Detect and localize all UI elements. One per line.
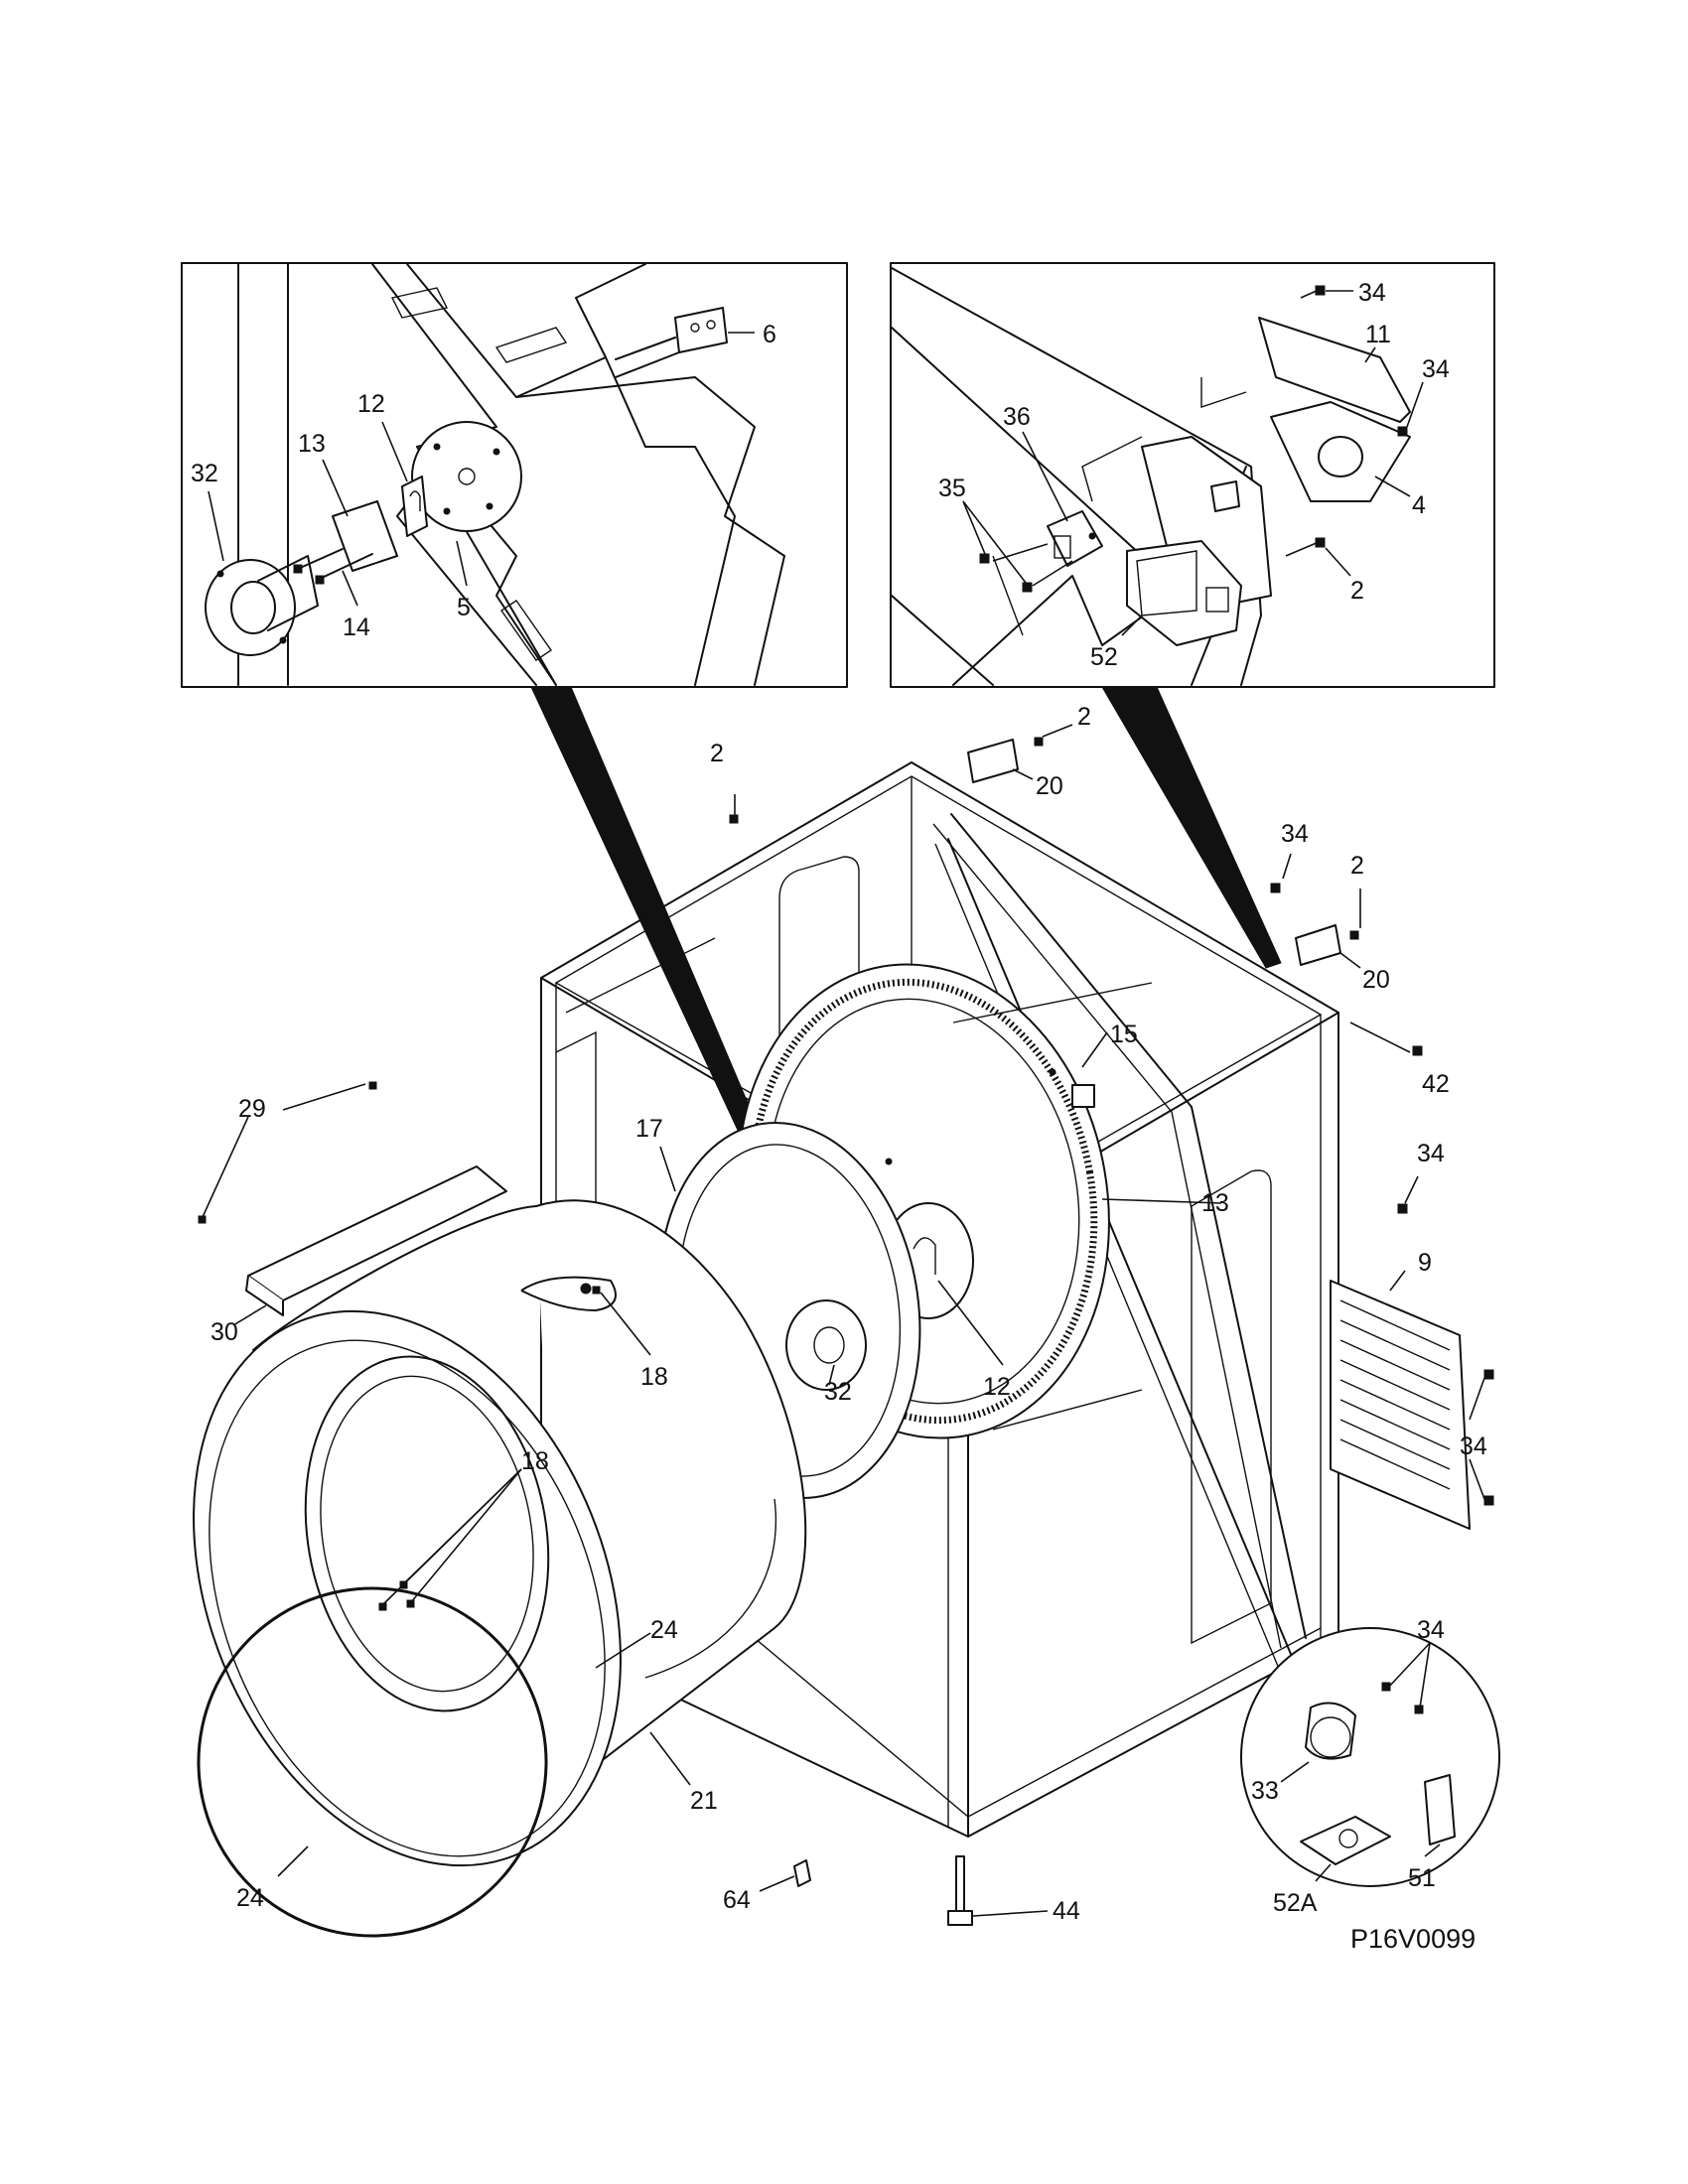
zoom-circle: [1240, 1627, 1500, 1887]
callout-29: 29: [238, 1095, 266, 1123]
inset-left-box: 6 12 13 32 14 5: [181, 262, 848, 688]
callout-right-34b: 34: [1422, 355, 1450, 383]
inset-right-box: 34 11 34 36 35 4 2 52: [890, 262, 1495, 688]
callout-64: 64: [723, 1886, 751, 1914]
callout-18b: 18: [521, 1447, 549, 1475]
callout-21: 21: [690, 1787, 718, 1815]
callout-left-32: 32: [191, 460, 218, 487]
callout-right-52: 52: [1090, 643, 1118, 671]
callout-34d: 34: [1417, 1616, 1445, 1644]
callout-left-12: 12: [357, 390, 385, 418]
main-callouts: 2 2 20 34 2 20 15 42 29 17 13 34 9 30 18…: [202, 703, 1487, 1925]
callout-51: 51: [1408, 1864, 1436, 1892]
callout-32: 32: [824, 1378, 852, 1406]
callout-right-2: 2: [1350, 577, 1364, 605]
callout-42: 42: [1422, 1070, 1450, 1098]
callout-2b: 2: [1077, 703, 1091, 731]
callout-18a: 18: [640, 1363, 668, 1391]
callout-30: 30: [211, 1318, 238, 1346]
callout-right-35: 35: [938, 475, 966, 502]
document-id: P16V0099: [1350, 1924, 1476, 1954]
callout-17: 17: [635, 1115, 663, 1143]
callout-20a: 20: [1036, 772, 1063, 800]
callout-left-14: 14: [343, 614, 370, 641]
grille-panel: [1330, 1280, 1471, 1530]
callout-44: 44: [1053, 1897, 1080, 1925]
callout-24a: 24: [650, 1616, 678, 1644]
callout-12: 12: [983, 1373, 1011, 1401]
callout-2a: 2: [710, 740, 724, 767]
callout-13: 13: [1201, 1189, 1229, 1217]
callout-right-34a: 34: [1358, 279, 1386, 307]
zoom-beam-right: [1101, 686, 1282, 969]
callout-34a: 34: [1281, 820, 1309, 848]
callout-15: 15: [1110, 1021, 1138, 1048]
callout-52A: 52A: [1273, 1889, 1318, 1917]
callout-9: 9: [1418, 1249, 1432, 1277]
exhaust-duct: [245, 1165, 507, 1316]
callout-24b: 24: [236, 1884, 264, 1912]
callout-33: 33: [1251, 1777, 1279, 1805]
callout-34b: 34: [1417, 1140, 1445, 1167]
callout-left-6: 6: [763, 321, 776, 348]
callout-2c: 2: [1350, 852, 1364, 880]
callout-left-13: 13: [298, 430, 326, 458]
callout-right-4: 4: [1412, 491, 1426, 519]
main-screws: [198, 737, 1494, 1926]
callout-left-5: 5: [457, 594, 471, 621]
brackets-20: [967, 739, 1341, 966]
callout-34c: 34: [1460, 1433, 1487, 1460]
callout-right-11: 11: [1365, 321, 1391, 348]
callout-right-36: 36: [1003, 403, 1031, 431]
callout-20b: 20: [1362, 966, 1390, 994]
